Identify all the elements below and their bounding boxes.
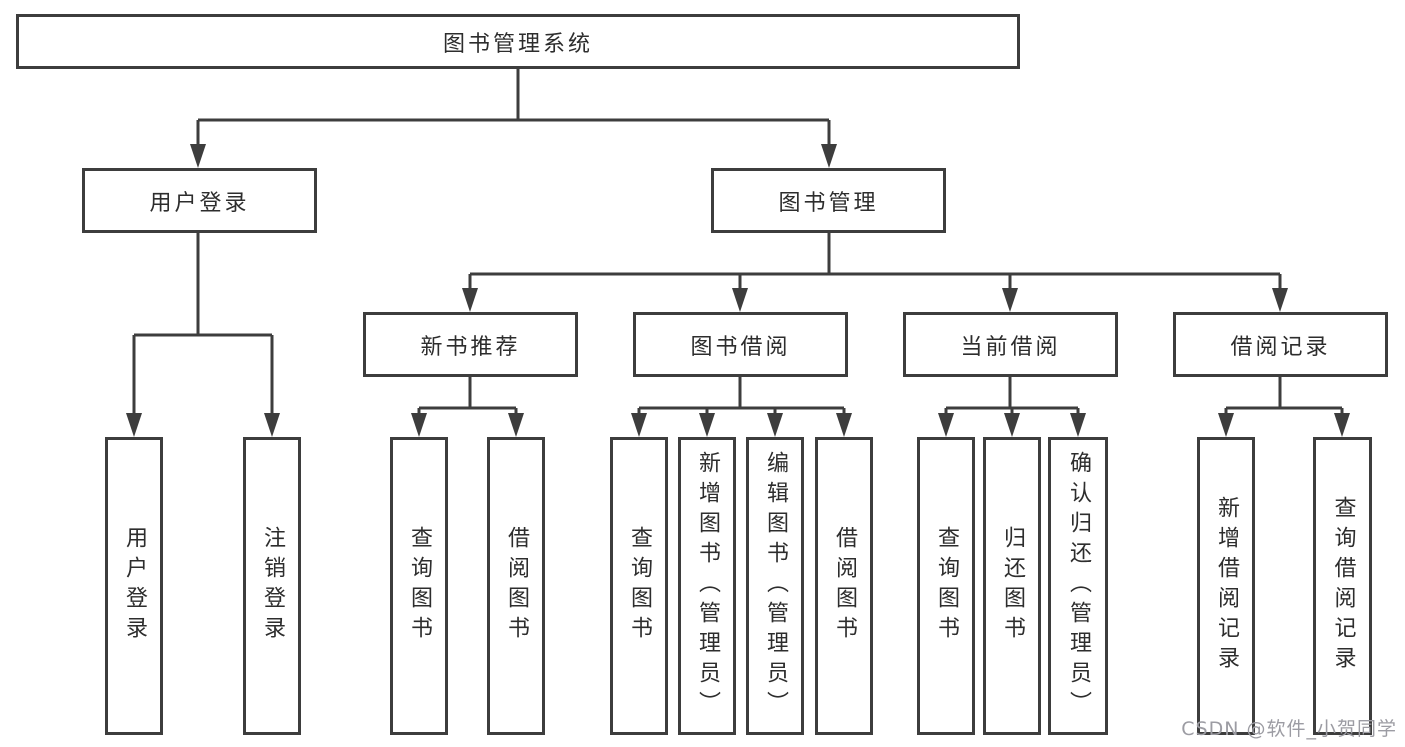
leaf-cb-query-books: 查询图书 — [917, 437, 975, 735]
connectors-borrow-records — [1218, 377, 1350, 437]
leaf-cb-confirm-return-admin: 确认归还（管理员） — [1048, 437, 1108, 735]
leaf-br-add-record: 新增借阅记录 — [1197, 437, 1255, 735]
node-user-login: 用户登录 — [82, 168, 317, 233]
node-borrow-records: 借阅记录 — [1173, 312, 1388, 377]
connectors-root — [190, 68, 837, 168]
leaf-bb-borrow-books: 借阅图书 — [815, 437, 873, 735]
connectors-book-borrow — [631, 377, 852, 437]
node-root: 图书管理系统 — [16, 14, 1020, 69]
csdn-watermark: CSDN @软件_小贺同学 — [1181, 718, 1397, 740]
node-current-borrow: 当前借阅 — [903, 312, 1118, 377]
connectors-user-login — [126, 233, 280, 437]
leaf-nb-query-books: 查询图书 — [390, 437, 448, 735]
node-book-borrow: 图书借阅 — [633, 312, 848, 377]
node-book-management: 图书管理 — [711, 168, 946, 233]
leaf-br-query-record: 查询借阅记录 — [1313, 437, 1372, 735]
connectors-book-management — [462, 233, 1288, 312]
connectors-new-book-recommend — [411, 377, 524, 437]
node-new-book-recommend: 新书推荐 — [363, 312, 578, 377]
leaf-logout: 注销登录 — [243, 437, 301, 735]
leaf-bb-add-books-admin: 新增图书（管理员） — [678, 437, 736, 735]
leaf-cb-return-books: 归还图书 — [983, 437, 1041, 735]
leaf-user-login: 用户登录 — [105, 437, 163, 735]
leaf-nb-borrow-books: 借阅图书 — [487, 437, 545, 735]
leaf-bb-edit-books-admin: 编辑图书（管理员） — [746, 437, 804, 735]
leaf-bb-query-books: 查询图书 — [610, 437, 668, 735]
connectors-current-borrow — [938, 377, 1086, 437]
